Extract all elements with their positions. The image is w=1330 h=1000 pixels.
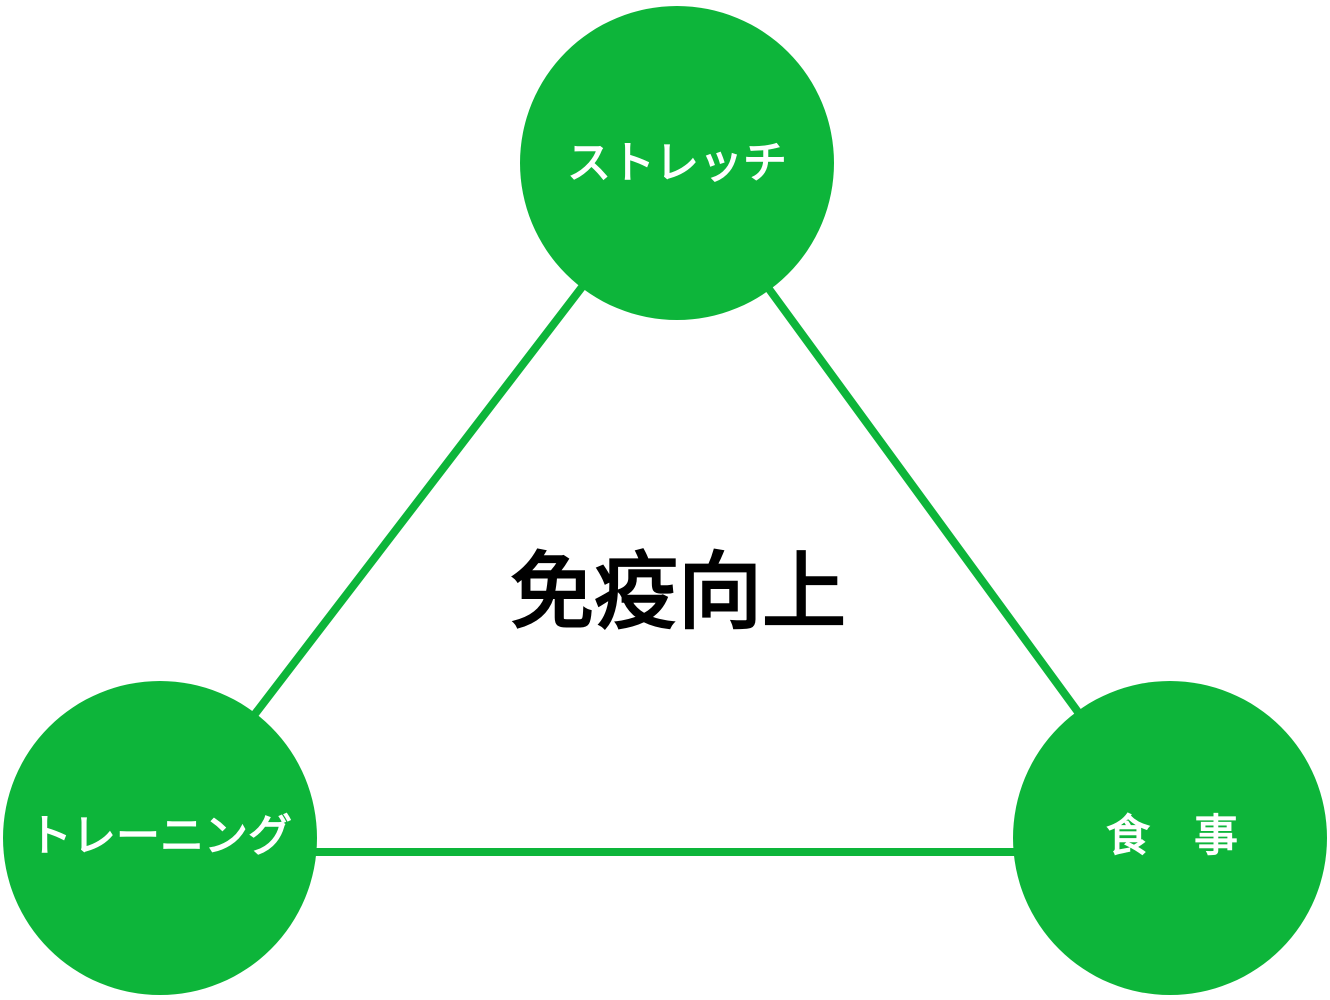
node-training-circle <box>3 681 317 995</box>
node-stretch-label: ストレッチ <box>567 138 787 189</box>
node-stretch-circle <box>520 6 834 320</box>
node-meal-circle <box>1013 681 1327 995</box>
center-label: 免疫向上 <box>510 543 846 641</box>
node-training-label: トレーニング <box>28 811 292 862</box>
node-meal-label: 食 事 <box>1106 811 1238 862</box>
